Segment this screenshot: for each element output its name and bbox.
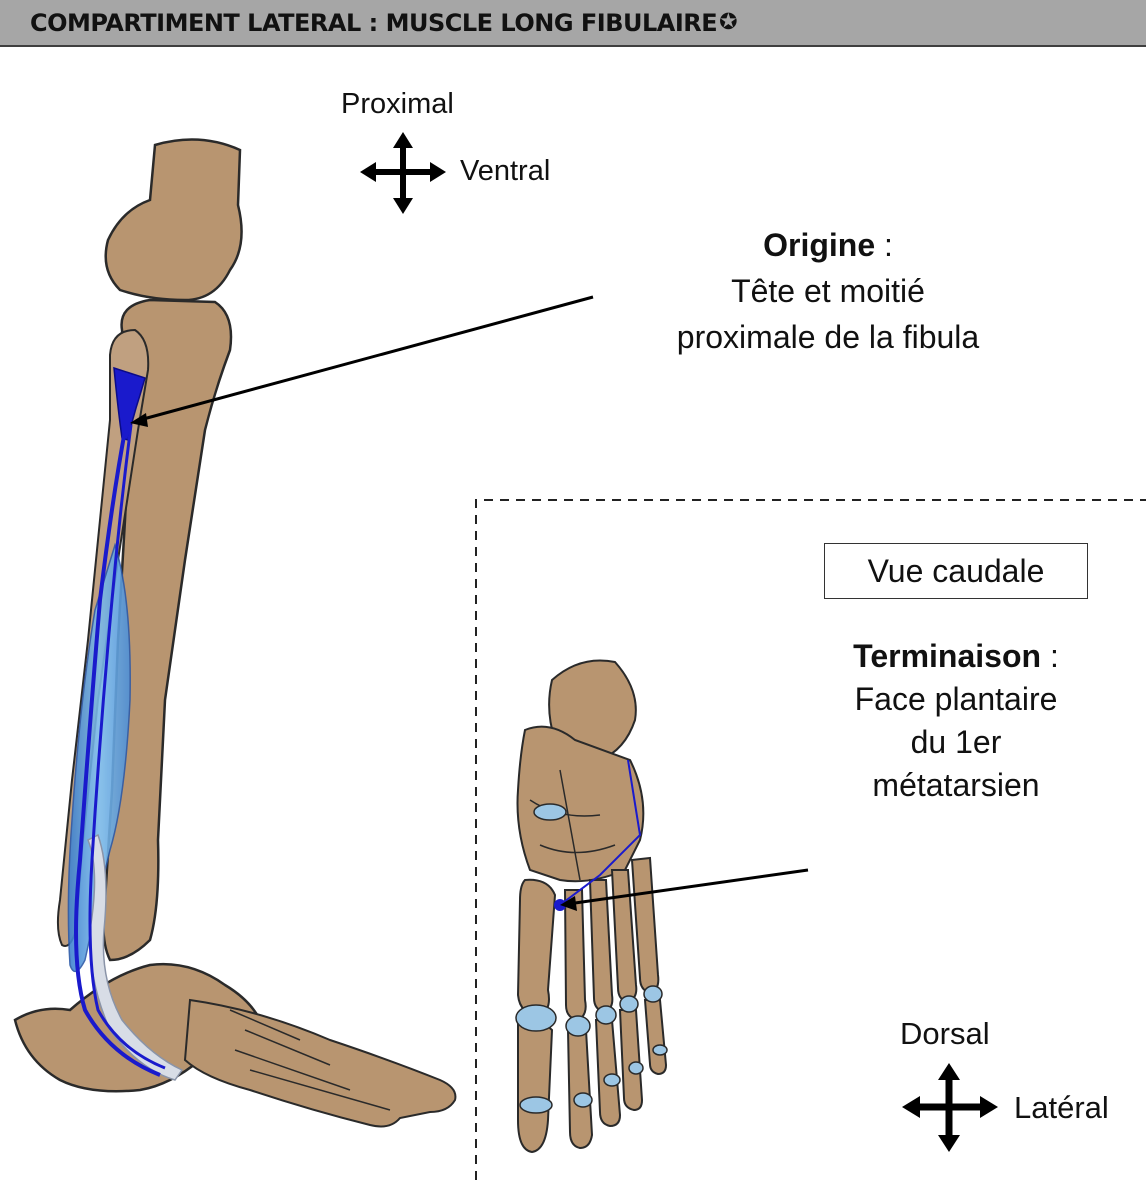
origin-line-2: proximale de la fibula — [676, 319, 980, 355]
termination-tendon — [559, 759, 642, 906]
page-title: COMPARTIMENT LATERAL : MUSCLE LONG FIBUL… — [30, 8, 718, 37]
view-label-box: Vue caudale — [824, 543, 1088, 599]
compass-foot-icon — [902, 1063, 998, 1152]
termination-line-3: métatarsien — [872, 767, 1040, 803]
origin-text: Origine : Tête et moitié proximale de la… — [628, 222, 1028, 360]
femur-bone — [104, 138, 243, 302]
direction-ventral: Ventral — [460, 155, 551, 187]
termination-separator: : — [1041, 638, 1059, 674]
foot-illustration — [515, 659, 668, 1154]
termination-text: Terminaison : Face plantaire du 1er méta… — [806, 635, 1106, 807]
origin-line-1: Tête et moitié — [731, 273, 925, 309]
origin-label: Origine — [763, 227, 876, 263]
termination-line-2: du 1er — [910, 724, 1002, 760]
direction-lateral: Latéral — [1014, 1090, 1109, 1125]
inset-dashed-frame — [475, 499, 1146, 1180]
termination-line-1: Face plantaire — [854, 681, 1058, 717]
termination-pointer-line — [567, 868, 809, 906]
termination-pointer-arrowhead — [560, 896, 577, 911]
origin-pointer-line — [135, 295, 594, 423]
view-label: Vue caudale — [867, 552, 1045, 589]
title-bar: COMPARTIMENT LATERAL : MUSCLE LONG FIBUL… — [0, 0, 1146, 47]
compass-leg-icon — [360, 132, 446, 214]
direction-proximal: Proximal — [341, 88, 454, 120]
origin-pointer-arrowhead — [130, 413, 148, 427]
first-metatarsal — [516, 878, 557, 1017]
forefoot-bones — [183, 998, 457, 1128]
direction-dorsal: Dorsal — [900, 1016, 990, 1051]
star-circle-icon: ✪ — [719, 10, 738, 35]
termination-label: Terminaison — [853, 638, 1042, 674]
origin-separator: : — [875, 227, 893, 263]
leg-illustration — [13, 138, 457, 1128]
fourth-metatarsal — [610, 869, 638, 1004]
